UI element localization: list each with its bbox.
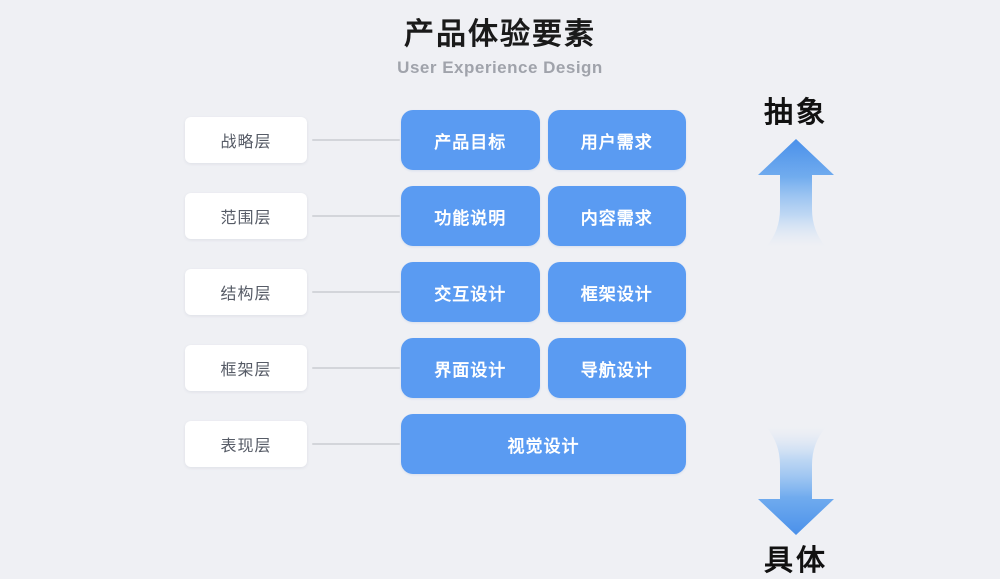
layer-card-skeleton[interactable]: 框架层 — [185, 345, 307, 391]
layer-card-structure[interactable]: 结构层 — [185, 269, 307, 315]
arrow-up-icon — [758, 139, 834, 247]
diagram-row: 表现层 视觉设计 — [0, 414, 1000, 474]
element-box[interactable]: 视觉设计 — [401, 414, 686, 474]
layer-card-label: 战略层 — [220, 134, 272, 151]
element-box-label: 界面设计 — [434, 360, 507, 380]
connector-line — [312, 443, 400, 445]
connector-line — [312, 291, 400, 293]
element-box-label: 交互设计 — [434, 284, 507, 304]
diagram-row: 框架层 界面设计 导航设计 — [0, 338, 1000, 398]
connector-line — [312, 139, 400, 141]
page-title: 产品体验要素 — [404, 18, 596, 51]
element-box[interactable]: 用户需求 — [547, 110, 686, 170]
element-group: 交互设计 框架设计 — [401, 262, 686, 322]
element-box[interactable]: 框架设计 — [547, 262, 686, 322]
layer-card-scope[interactable]: 范围层 — [185, 193, 307, 239]
axis-top-group: 抽象 — [726, 95, 866, 249]
page-subtitle: User Experience Design — [397, 58, 603, 77]
element-box[interactable]: 界面设计 — [401, 338, 540, 398]
layer-card-strategy[interactable]: 战略层 — [185, 117, 307, 163]
element-box-label: 用户需求 — [580, 132, 653, 152]
element-group: 产品目标 用户需求 — [401, 110, 686, 170]
element-box-label: 功能说明 — [434, 208, 507, 228]
axis-label-concrete: 具体 — [763, 545, 828, 577]
element-box[interactable]: 交互设计 — [401, 262, 540, 322]
layer-card-label: 框架层 — [220, 362, 272, 379]
diagram-row: 范围层 功能说明 内容需求 — [0, 186, 1000, 246]
diagram-row: 结构层 交互设计 框架设计 — [0, 262, 1000, 322]
element-box-label: 产品目标 — [434, 132, 507, 152]
element-group: 视觉设计 — [401, 414, 686, 474]
element-box[interactable]: 功能说明 — [401, 186, 540, 246]
diagram-row: 战略层 产品目标 用户需求 — [0, 110, 1000, 170]
layer-card-label: 表现层 — [220, 438, 272, 455]
ux-elements-diagram: 战略层 产品目标 用户需求 范围层 功能说明 内容需求 结构 — [0, 110, 1000, 490]
layer-card-surface[interactable]: 表现层 — [185, 421, 307, 467]
element-box-label: 框架设计 — [580, 284, 653, 304]
axis-bottom-group: 具体 — [726, 425, 866, 579]
element-group: 界面设计 导航设计 — [401, 338, 686, 398]
layer-card-label: 范围层 — [220, 210, 272, 227]
page-header: 产品体验要素 User Experience Design — [0, 16, 1000, 80]
element-box-label: 视觉设计 — [507, 436, 580, 456]
connector-line — [312, 215, 400, 217]
element-group: 功能说明 内容需求 — [401, 186, 686, 246]
element-box[interactable]: 内容需求 — [547, 186, 686, 246]
element-box[interactable]: 导航设计 — [547, 338, 686, 398]
connector-line — [312, 367, 400, 369]
element-box[interactable]: 产品目标 — [401, 110, 540, 170]
element-box-label: 导航设计 — [580, 360, 653, 380]
element-box-label: 内容需求 — [580, 208, 653, 228]
axis-label-abstract: 抽象 — [763, 97, 828, 129]
arrow-down-icon — [758, 427, 834, 535]
layer-card-label: 结构层 — [220, 286, 272, 303]
